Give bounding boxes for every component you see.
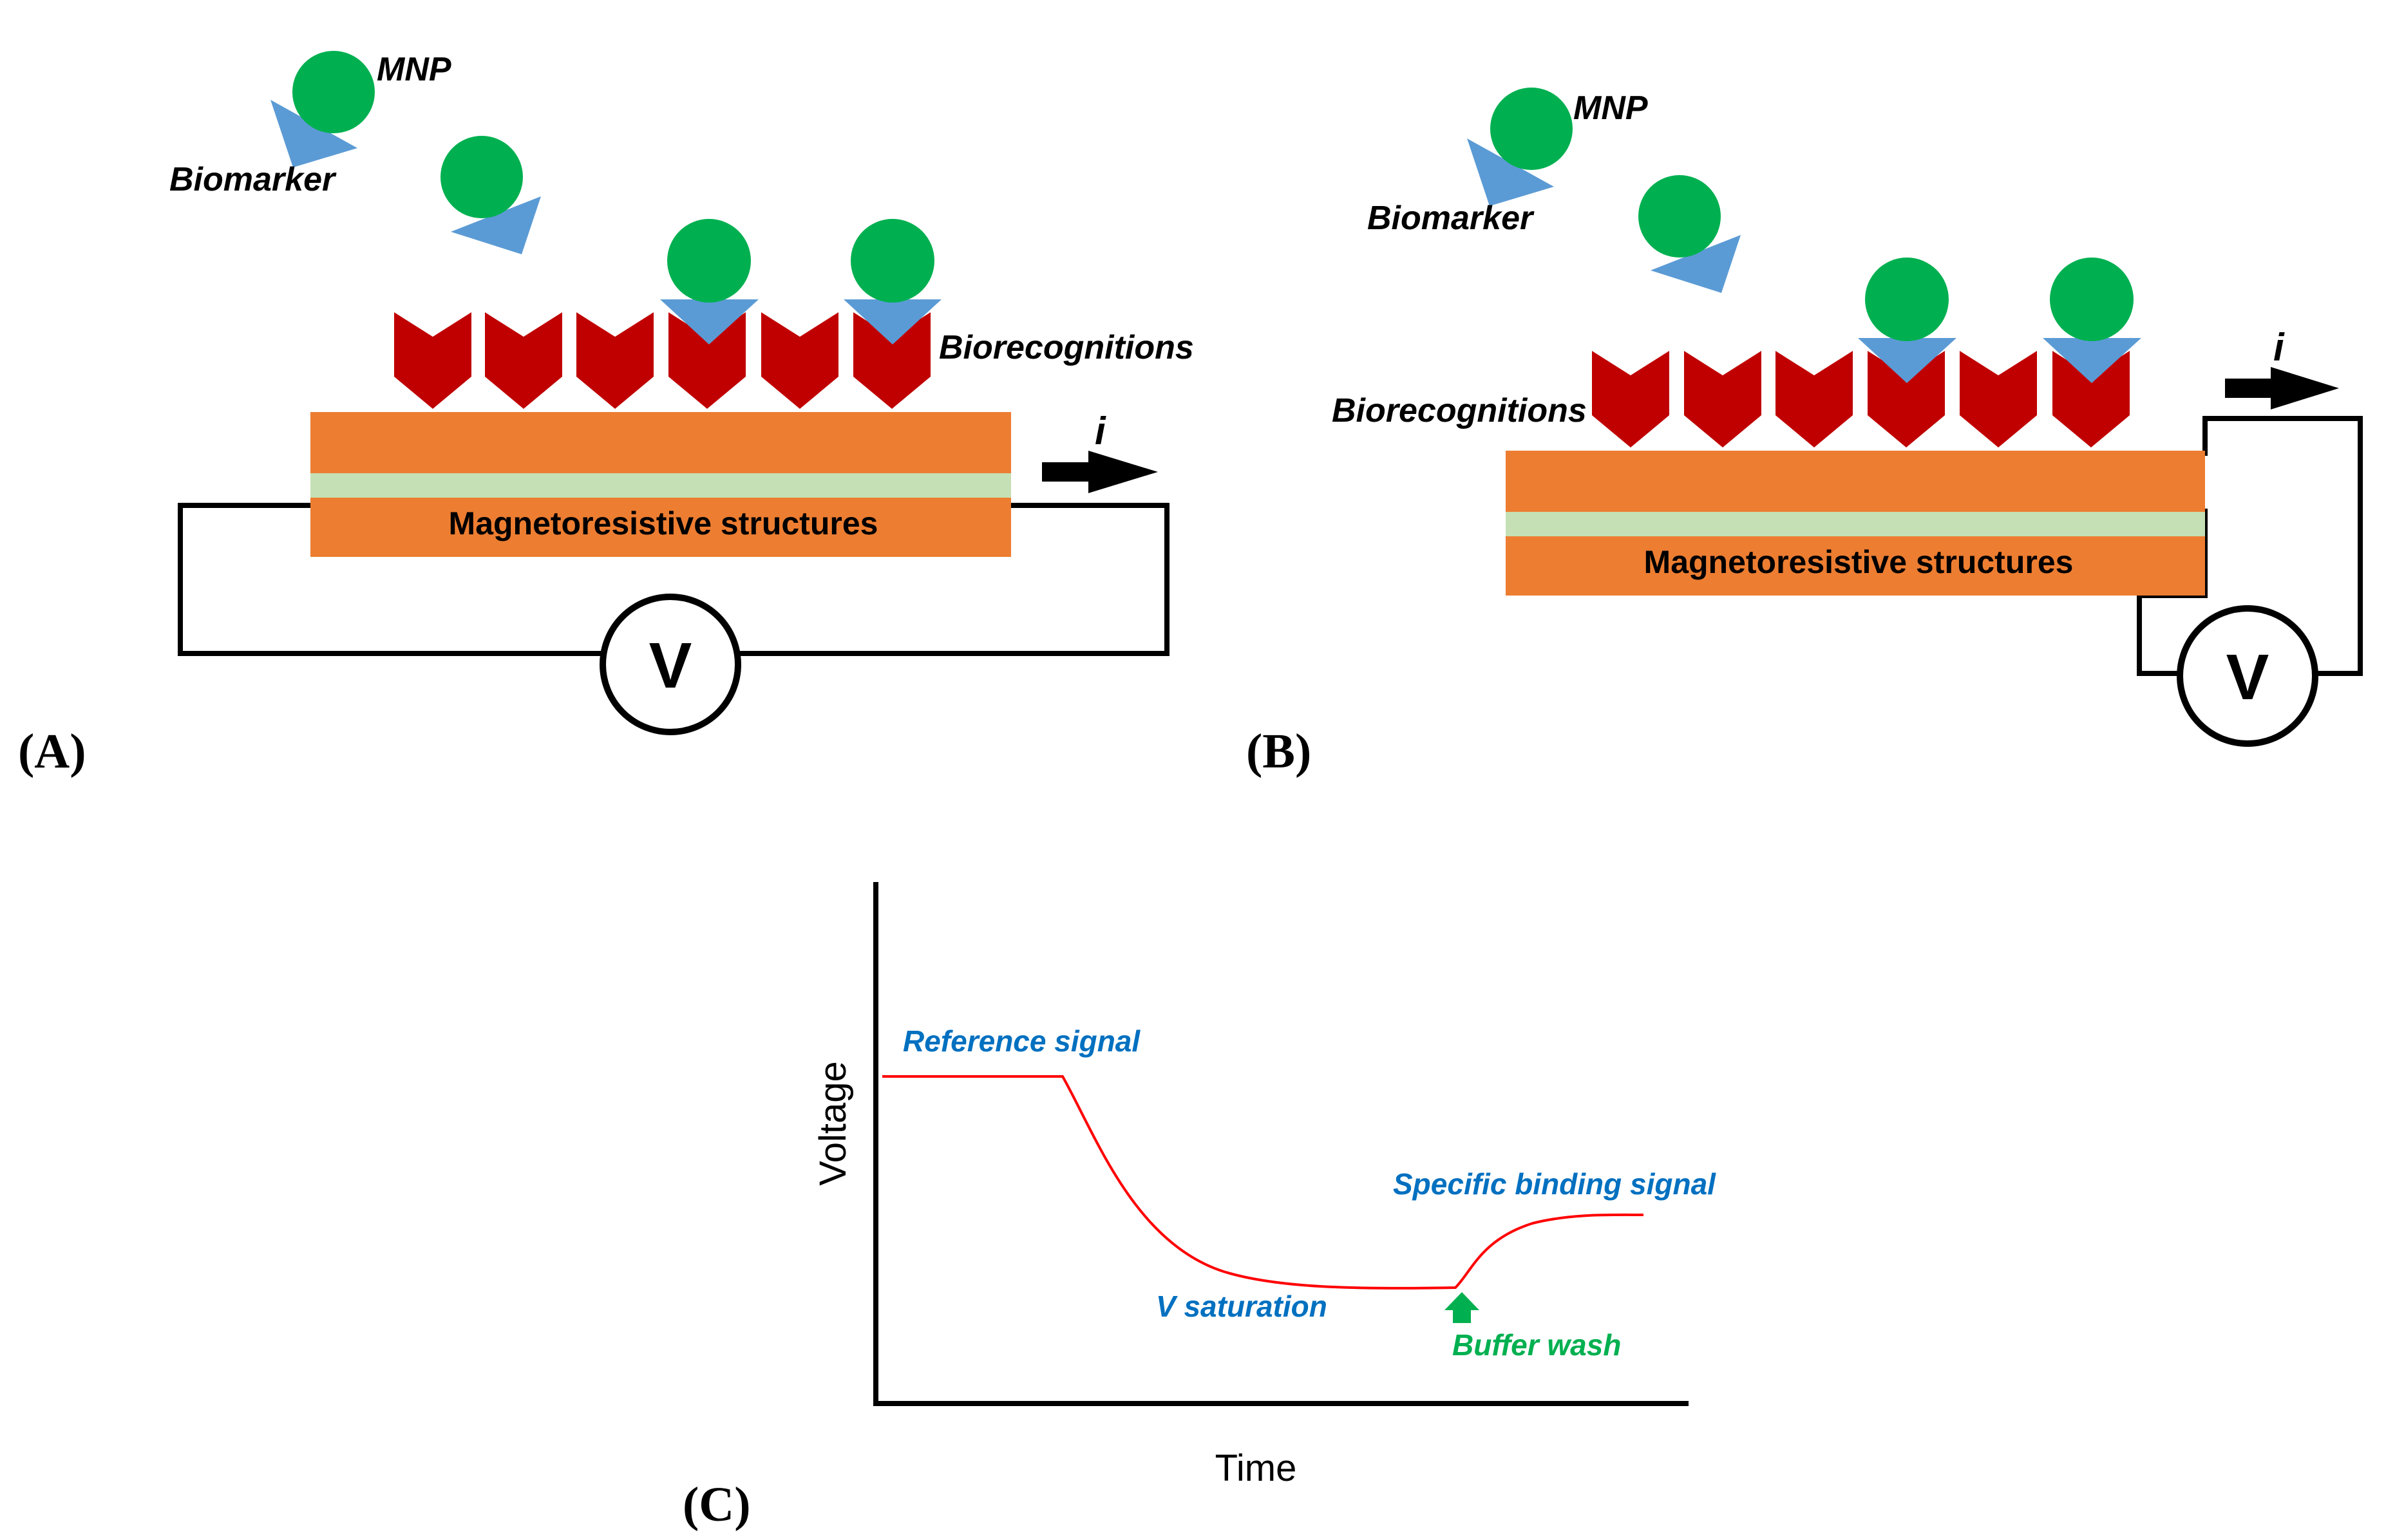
mnp-icon (2050, 258, 2134, 341)
structure-label: Magnetoresistive structures (1644, 544, 2074, 580)
voltmeter-icon (600, 594, 741, 735)
panel-label: (A) (18, 724, 86, 778)
panel-c: Voltage Time Reference signal V saturati… (683, 882, 1716, 1532)
biorecognitions-label: Biorecognitions (1332, 392, 1587, 429)
panel-label: (B) (1246, 724, 1311, 778)
current-arrow-icon (2225, 367, 2339, 409)
circuit-wire-left (178, 503, 604, 656)
circuit-wire (737, 503, 1169, 656)
current-arrow-icon (1042, 451, 1158, 493)
biorecognition-chevron-icon (485, 312, 562, 409)
biomarker-triangle-icon (844, 299, 942, 344)
biomarker-triangle-icon (1858, 338, 1956, 383)
current-label: i (1095, 409, 1106, 453)
panel-b: V Magnetoresistive structures i MNP Biom… (1246, 88, 2363, 778)
mnp-label: MNP (377, 51, 451, 88)
biomarker-triangle-icon (2043, 338, 2141, 383)
y-axis-label: Voltage (812, 1061, 854, 1186)
biorecognition-chevron-icon (576, 312, 654, 409)
mnp-icon (851, 219, 934, 303)
buffer-wash-arrow-icon (1444, 1292, 1479, 1323)
specific-binding-label: Specific binding signal (1393, 1167, 1716, 1201)
voltmeter-icon (2177, 605, 2318, 747)
spacer-layer (1506, 512, 2205, 536)
current-label: i (2273, 326, 2285, 369)
spacer-layer (310, 473, 1011, 498)
biorecognitions-label: Biorecognitions (939, 329, 1194, 366)
mnp-icon (440, 136, 523, 218)
magnetoresistive-top-layer (1506, 451, 2205, 512)
mnp-icon (1490, 88, 1573, 170)
buffer-wash-label: Buffer wash (1452, 1328, 1621, 1362)
mnp-icon (292, 51, 375, 133)
magnetoresistive-bottom-layer (1506, 536, 2205, 596)
biorecognition-chevron-icon (1592, 351, 1669, 447)
biorecognition-row (394, 312, 931, 409)
biorecognition-chevron-icon (394, 312, 471, 409)
biorecognition-chevron-icon (761, 312, 838, 409)
reference-signal-label: Reference signal (903, 1024, 1141, 1058)
biorecognition-chevron-icon (1775, 351, 1853, 447)
biorecognition-chevron-icon (1960, 351, 2037, 447)
biomarker-triangle-icon (1651, 235, 1741, 293)
mnp-icon (1865, 258, 1949, 341)
biomarker-triangle-icon (1467, 138, 1554, 206)
biomarker-triangle-icon (660, 299, 759, 344)
v-saturation-label: V saturation (1156, 1290, 1327, 1323)
biorecognition-row (1592, 351, 2130, 447)
panel-label: (C) (683, 1478, 751, 1532)
voltage-curve (882, 1075, 1644, 1290)
biomarker-label: Biomarker (169, 161, 337, 198)
biomarker-label: Biomarker (1367, 200, 1535, 237)
voltmeter-label: V (2226, 641, 2269, 713)
biomarker-triangle-icon (270, 100, 357, 167)
structure-label: Magnetoresistive structures (449, 505, 878, 541)
magnetoresistive-bottom-layer (310, 498, 1011, 557)
mnp-icon (1638, 175, 1721, 258)
mnp-icon (667, 219, 751, 303)
voltmeter-label: V (649, 630, 692, 702)
biorecognition-chevron-icon (1684, 351, 1761, 447)
x-axis-label: Time (1215, 1447, 1297, 1489)
magnetoresistive-top-layer (310, 412, 1011, 473)
mnp-label: MNP (1573, 89, 1648, 127)
panel-a: V Magnetoresistive structures i (18, 51, 1194, 778)
circuit-wire (2202, 416, 2363, 676)
biomarker-triangle-icon (451, 196, 541, 254)
